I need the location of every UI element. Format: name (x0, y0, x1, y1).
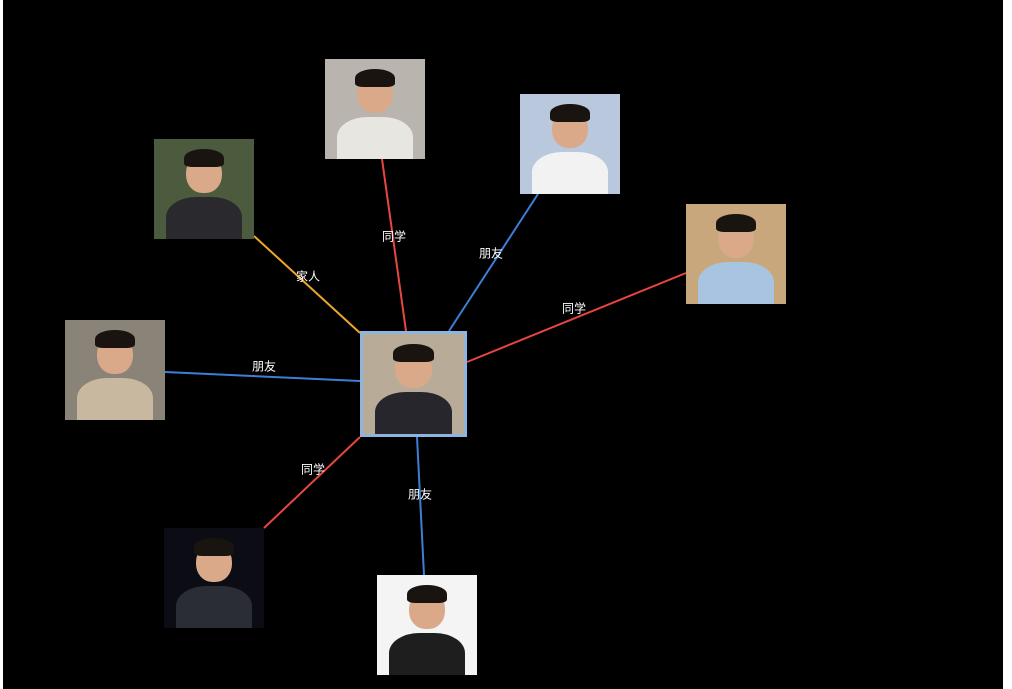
person-node-left[interactable] (65, 320, 165, 420)
person-node-top-right[interactable] (520, 94, 620, 194)
photo (520, 94, 620, 194)
photo (363, 334, 464, 434)
person-node-bottom[interactable] (377, 575, 477, 675)
photo (164, 528, 264, 628)
person-node-top-left[interactable] (154, 139, 254, 239)
edge-label-right: 同学 (561, 301, 587, 316)
photo (686, 204, 786, 304)
edge-label-top-right: 朋友 (478, 246, 504, 261)
photo (325, 59, 425, 159)
edge-label-bottom-left: 同学 (300, 462, 326, 477)
edge-bottom[interactable] (416, 436, 425, 576)
photo (65, 320, 165, 420)
edge-label-bottom: 朋友 (407, 487, 433, 502)
edge-right[interactable] (466, 272, 687, 363)
person-node-center[interactable] (360, 331, 467, 437)
edge-left[interactable] (164, 371, 361, 382)
person-node-bottom-left[interactable] (164, 528, 264, 628)
person-node-right[interactable] (686, 204, 786, 304)
edge-label-left: 朋友 (251, 359, 277, 374)
photo (154, 139, 254, 239)
edge-top-right[interactable] (448, 193, 539, 332)
edge-top[interactable] (381, 158, 407, 332)
photo (377, 575, 477, 675)
person-node-top[interactable] (325, 59, 425, 159)
edge-label-top-left: 家人 (295, 269, 321, 284)
edge-top-left[interactable] (253, 235, 361, 334)
relationship-graph-canvas[interactable]: 同学 家人 朋友 同学 朋友 同学 朋友 (3, 0, 1003, 689)
edges-layer (164, 158, 687, 576)
edge-label-top: 同学 (381, 229, 407, 244)
edge-bottom-left[interactable] (263, 436, 361, 529)
